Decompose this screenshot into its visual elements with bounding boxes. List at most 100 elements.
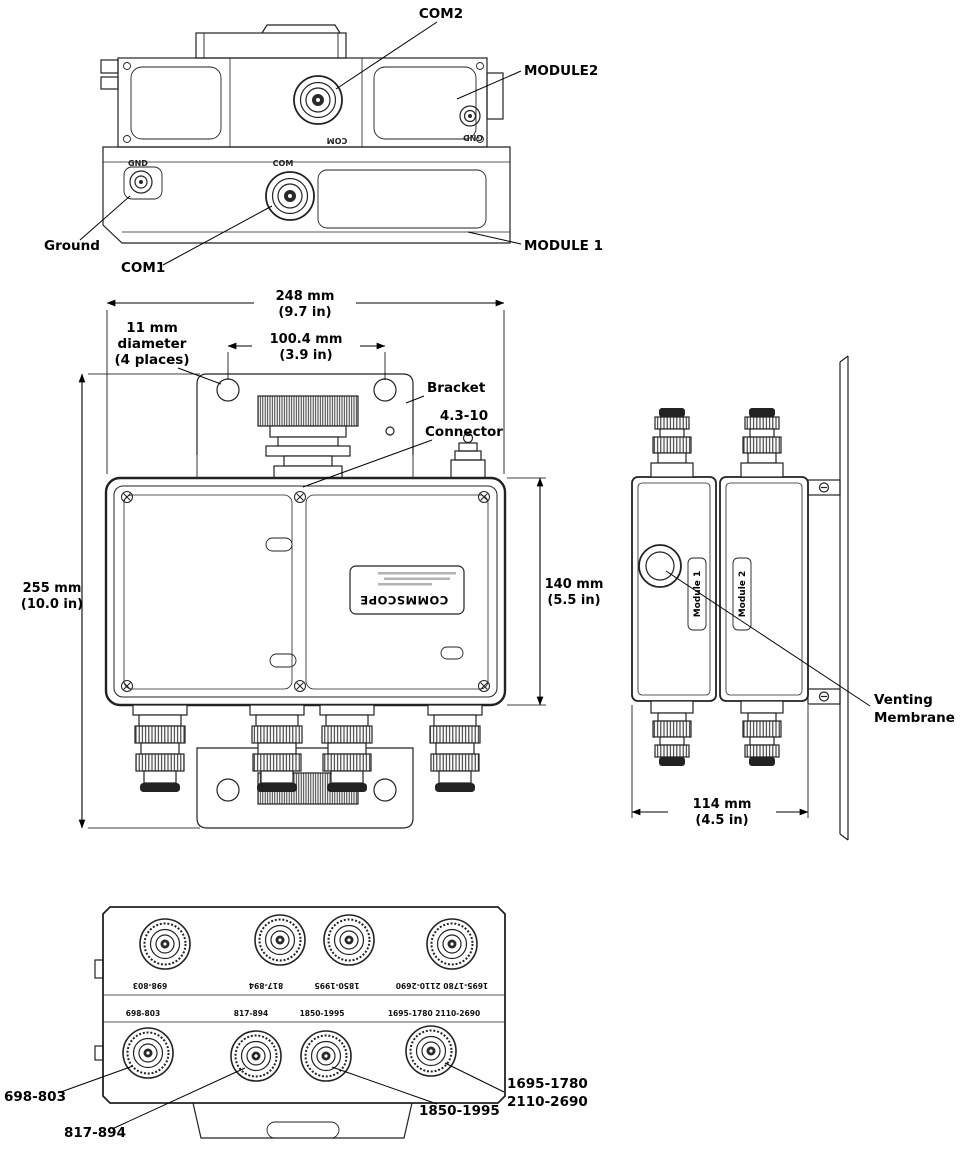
venting-label-line1: Venting [874, 692, 933, 708]
dim-255mm: 255 mm (10.0 in) [21, 373, 200, 829]
bottom-view: 698-803 817-894 1850-1995 1695-1780 2110… [4, 906, 588, 1141]
bottom-foot [192, 1102, 413, 1139]
rf-port [230, 1030, 282, 1082]
freq-marking-back: 817-894 [249, 981, 283, 990]
freq-marking-front: 698-803 [126, 1009, 160, 1018]
dim-body-height-in: (5.5 in) [547, 593, 600, 608]
screw-icon [478, 680, 490, 692]
rf-port-connector [249, 704, 305, 792]
rf-port [405, 1025, 457, 1077]
top-view-upper-housing [100, 57, 504, 148]
callout-698-803: 698-803 [4, 1089, 66, 1105]
callout-2110-2690: 2110-2690 [507, 1094, 588, 1110]
dim-100mm: 100.4 mm (3.9 in) [227, 332, 386, 380]
front-case [104, 476, 507, 707]
dim-140mm: 140 mm (5.5 in) [507, 477, 604, 706]
case-screws [121, 491, 490, 692]
top-view-bracket-edge [195, 24, 347, 59]
product-label-plate: COMMSCOPE [349, 565, 465, 615]
screw-icon [121, 491, 133, 503]
gnd-right-marking: GND [463, 133, 483, 142]
top-view-lower-housing [102, 146, 511, 244]
side-bottom-connector [650, 700, 694, 766]
front-top-bracket [196, 373, 414, 479]
freq-marking-back: 1850-1995 [315, 981, 360, 990]
dim-height-mm: 255 mm [23, 581, 82, 596]
dim-114mm: 114 mm (4.5 in) [631, 705, 809, 828]
screw-icon [294, 491, 306, 503]
module-2-marking: Module 2 [738, 571, 748, 618]
ground-port-left [129, 170, 153, 194]
hole-note-line2: diameter [118, 336, 187, 352]
side-bracket-flange [807, 355, 849, 841]
screw-icon [478, 491, 490, 503]
callout-817-894: 817-894 [64, 1125, 126, 1141]
com-top-marking: COM [327, 136, 348, 145]
top-port-connector [450, 432, 486, 479]
module-1-marking: Module 1 [693, 571, 703, 618]
freq-marking-front: 1850-1995 [300, 1009, 345, 1018]
dim-body-height-mm: 140 mm [545, 577, 604, 592]
rf-port [122, 1027, 174, 1079]
module-2-label-plate: Module 2 [732, 557, 752, 631]
bolt-icon [818, 482, 830, 493]
gnd-left-marking: GND [128, 159, 148, 168]
module1-label: MODULE 1 [524, 238, 603, 254]
commscope-brand: COMMSCOPE [360, 593, 448, 607]
callout-1850-1995: 1850-1995 [419, 1103, 500, 1119]
front-bottom-bracket [196, 747, 414, 829]
bottom-callout-leaders [57, 1062, 505, 1130]
dim-248mm: 248 mm (9.7 in) [106, 289, 505, 474]
mounting-hole-left [216, 378, 240, 402]
dim-width-in: (9.7 in) [278, 305, 331, 320]
side-body [631, 476, 809, 702]
freq-marking-front: 1695-1780 2110-2690 [388, 1009, 480, 1018]
dim-depth-mm: 114 mm [693, 797, 752, 812]
com1-label: COM1 [121, 260, 165, 276]
connector-label-line1: 4.3-10 [440, 408, 488, 424]
dim-hole-spacing-mm: 100.4 mm [270, 332, 343, 347]
callout-1695-1780: 1695-1780 [507, 1076, 588, 1092]
com-front-marking: COM [273, 159, 294, 168]
bracket-label: Bracket [427, 380, 486, 396]
rf-port-connector [427, 704, 483, 792]
dim-height-in: (10.0 in) [21, 597, 83, 612]
side-bottom-connector [740, 700, 784, 766]
top-view-leader-lines [79, 21, 522, 266]
screw-icon [121, 680, 133, 692]
venting-label-line2: Membrane [874, 710, 955, 726]
side-top-connector [650, 408, 694, 478]
side-view: Module 1 Module 2 [631, 355, 955, 841]
rf-port-connector [319, 704, 375, 792]
mounting-hole-right [373, 378, 397, 402]
dim-width-mm: 248 mm [276, 289, 335, 304]
rf-port [426, 918, 478, 970]
ground-port-right [459, 105, 481, 127]
ground-label: Ground [44, 238, 100, 254]
freq-marking-back: 698-803 [133, 981, 167, 990]
com2-connector [293, 75, 343, 125]
rf-port [300, 1030, 352, 1082]
venting-membrane [638, 544, 682, 588]
rf-port [139, 918, 191, 970]
dim-hole-spacing-in: (3.9 in) [279, 348, 332, 363]
module2-label: MODULE2 [524, 63, 598, 79]
com2-label: COM2 [419, 6, 463, 22]
connector-label-line2: Connector [425, 424, 503, 440]
cable-clamp-knurl [257, 395, 359, 427]
rf-port [323, 914, 375, 966]
screw-icon [294, 680, 306, 692]
front-view: COMMSCOPE [21, 289, 604, 829]
module-1-label-plate: Module 1 [687, 557, 707, 631]
freq-marking-back: 1695-1780 2110-2690 [396, 981, 488, 990]
com1-connector [265, 171, 315, 221]
rf-port [254, 914, 306, 966]
freq-marking-front: 817-894 [234, 1009, 268, 1018]
bottom-body [94, 906, 506, 1104]
mounting-hole-bottom-left [216, 778, 240, 802]
top-view: GND COM COM GND COM2 MODULE2 Ground COM1… [44, 6, 603, 276]
hole-note-line1: 11 mm [126, 320, 178, 336]
rf-port-connector [132, 704, 188, 792]
